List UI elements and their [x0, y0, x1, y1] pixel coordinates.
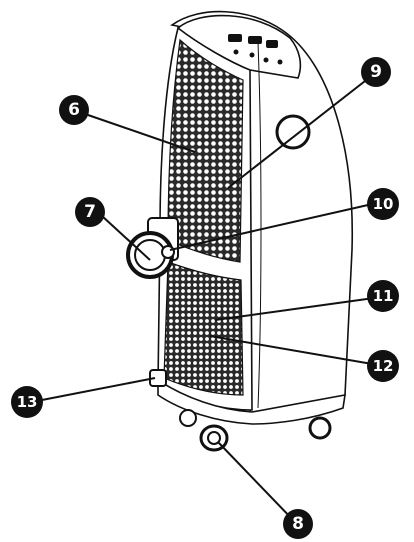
leader-11 — [214, 297, 375, 321]
leader-7 — [101, 215, 151, 261]
caster-wheels — [179, 409, 332, 452]
callout-6-label: 6 — [68, 100, 80, 120]
leader-6 — [87, 114, 196, 153]
leader-9 — [227, 73, 375, 189]
side-handle — [275, 114, 311, 150]
lower-air-grille — [163, 261, 244, 396]
side-seam — [257, 41, 262, 409]
leader-lines — [41, 73, 379, 523]
callout-11-label: 11 — [373, 287, 394, 305]
callout-13-label: 13 — [17, 393, 38, 411]
callout-13: 13 — [11, 386, 43, 418]
leader-8 — [217, 441, 296, 523]
callout-9-label: 9 — [370, 62, 382, 82]
callout-7-label: 7 — [84, 202, 96, 222]
callout-8-label: 8 — [292, 514, 304, 534]
unit-body — [126, 10, 354, 452]
leader-12 — [209, 335, 379, 366]
callout-11: 11 — [367, 280, 399, 312]
callout-10-label: 10 — [373, 195, 394, 213]
callout-6: 6 — [59, 95, 89, 125]
callout-12-label: 12 — [373, 357, 394, 375]
exhaust-port — [126, 217, 179, 279]
leader-10 — [169, 204, 369, 251]
callout-12: 12 — [367, 350, 399, 382]
callout-7: 7 — [75, 197, 105, 227]
control-panel — [228, 34, 283, 65]
callout-10: 10 — [367, 188, 399, 220]
callout-8: 8 — [283, 509, 313, 539]
callout-9: 9 — [361, 57, 391, 87]
leader-13 — [41, 377, 156, 401]
